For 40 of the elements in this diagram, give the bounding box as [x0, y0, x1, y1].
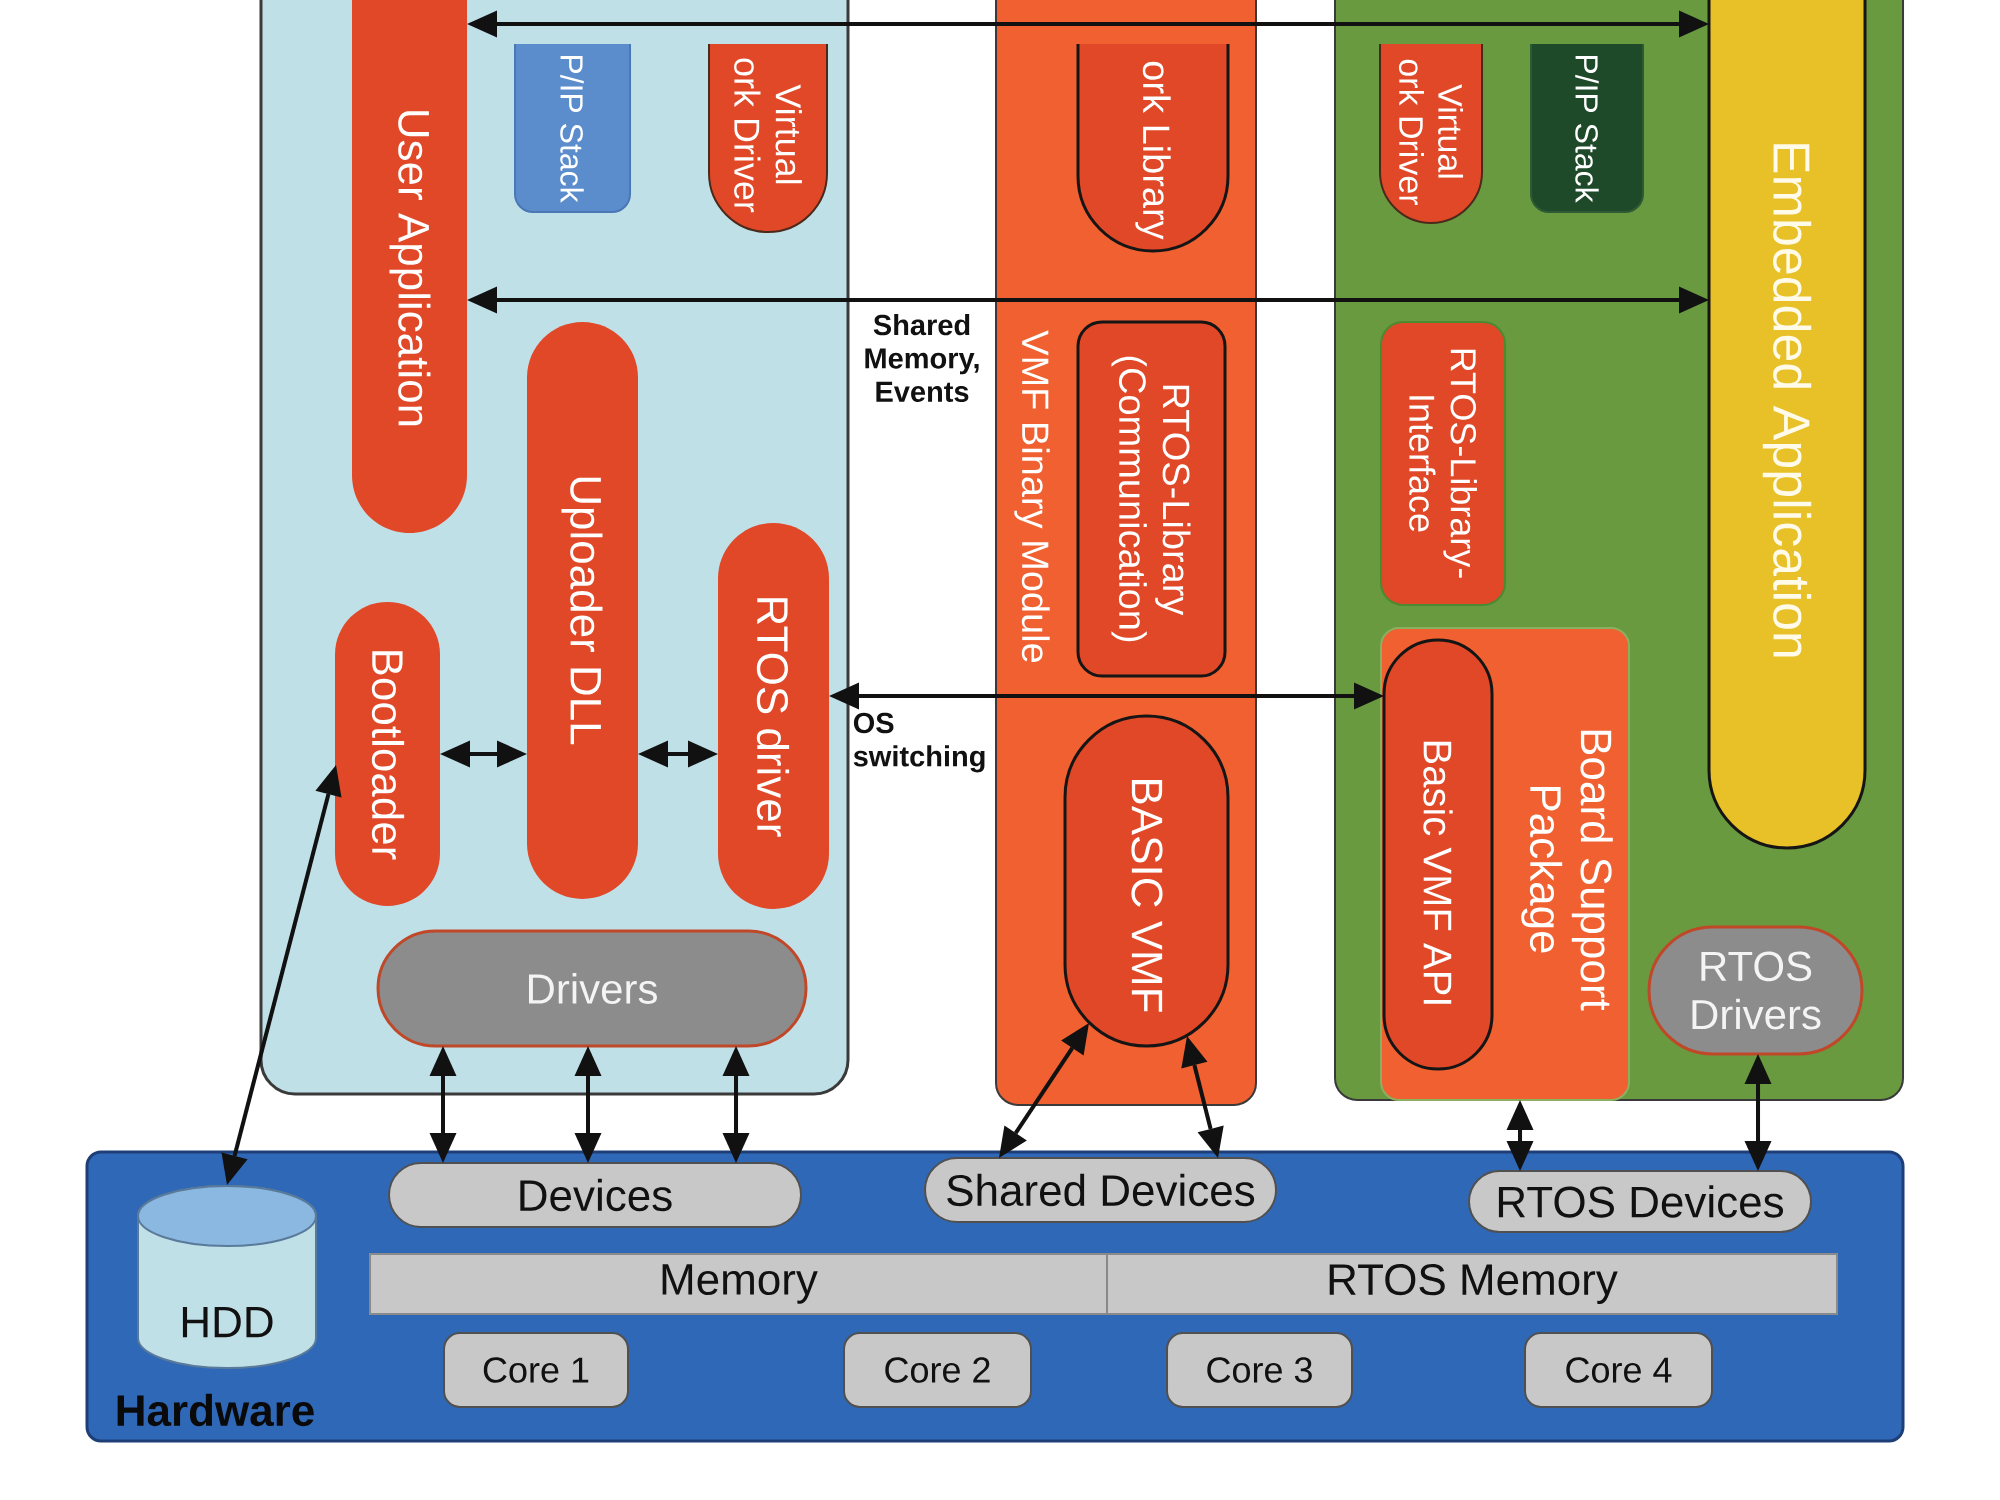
- rounded-box: P/IP Stack: [514, 43, 631, 213]
- double-arrow: [1506, 1100, 1534, 1171]
- disk-cylinder: HDD: [137, 1185, 317, 1369]
- capsule: Uploader DLL: [527, 322, 638, 899]
- edge-label: Shared Memory, Events: [859, 314, 985, 402]
- capsule: User Application: [352, 0, 467, 533]
- double-arrow: [829, 682, 1384, 710]
- rounded-box: RTOS-Library- Interface: [1380, 321, 1506, 606]
- capsule: BASIC VMF: [1063, 714, 1230, 1048]
- capsule: Devices: [388, 1162, 802, 1228]
- capsule: Virtual ork Driver: [1379, 43, 1483, 224]
- double-arrow: [429, 1046, 457, 1163]
- memory-bar: Memory: [369, 1253, 1108, 1315]
- rounded-box: Core 2: [843, 1332, 1032, 1408]
- capsule: Embedded Application: [1707, 0, 1867, 850]
- double-arrow: [467, 10, 1709, 38]
- capsule: RTOS Devices: [1468, 1170, 1812, 1233]
- memory-bar: RTOS Memory: [1106, 1253, 1838, 1315]
- double-arrow: [722, 1046, 750, 1163]
- capsule: Virtual ork Driver: [708, 43, 828, 233]
- capsule: Basic VMF API: [1382, 638, 1494, 1071]
- double-arrow: [467, 286, 1709, 314]
- capsule: Shared Devices: [924, 1157, 1277, 1223]
- capsule: Bootloader: [335, 602, 440, 906]
- rounded-box: Core 3: [1166, 1332, 1353, 1408]
- edge-label: OS switching: [852, 712, 989, 773]
- double-arrow: [1181, 1036, 1224, 1158]
- double-arrow: [638, 740, 718, 768]
- capsule: ork Library: [1076, 42, 1230, 253]
- capsule: Drivers: [376, 929, 808, 1048]
- rounded-box: Core 4: [1524, 1332, 1713, 1408]
- rounded-box: P/IP Stack: [1530, 43, 1644, 213]
- rounded-box: Core 1: [443, 1332, 629, 1408]
- rounded-box: RTOS-Library (Communication): [1076, 320, 1227, 678]
- double-arrow: [440, 740, 527, 768]
- capsule: RTOS driver: [718, 523, 829, 909]
- double-arrow: [574, 1046, 602, 1163]
- double-arrow: [1744, 1054, 1772, 1171]
- double-arrow: [999, 1023, 1089, 1158]
- double-arrow: [221, 765, 342, 1185]
